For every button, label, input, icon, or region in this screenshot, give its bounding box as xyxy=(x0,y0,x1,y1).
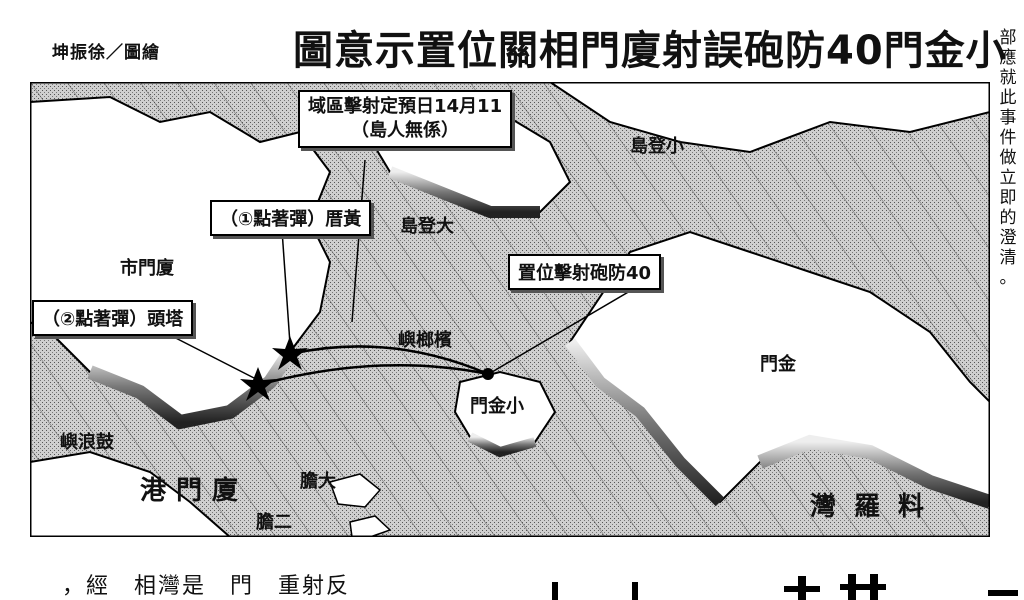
map-figure: 域區擊射定預日14月11 （島人無係） （①點著彈）厝黃 （②點著彈）頭塔 置位… xyxy=(30,82,990,537)
place-xiamen-city: 市門廈 xyxy=(120,258,174,279)
callout-date: 域區擊射定預日14月11 （島人無係） xyxy=(298,90,513,148)
map-credit: 坤振徐／圖繪 xyxy=(52,43,160,63)
landmass-top-right xyxy=(548,82,990,154)
islet-erdan xyxy=(349,515,392,537)
landmass-south xyxy=(30,450,232,537)
side-text-char: 即 xyxy=(999,188,1017,208)
side-text-char: 的 xyxy=(999,208,1017,228)
side-text-char: 立 xyxy=(999,168,1017,188)
place-dadan: 膽大 xyxy=(300,471,336,492)
leader-shell1 xyxy=(281,229,291,345)
place-xiaodeng: 島登小 xyxy=(630,136,684,157)
place-erdan: 膽二 xyxy=(256,512,292,533)
side-text-char: 應 xyxy=(999,48,1017,68)
side-text-char: 澄 xyxy=(999,228,1017,248)
leader-shell2 xyxy=(159,329,255,379)
side-text-char: 此 xyxy=(999,88,1017,108)
leader-artillery xyxy=(491,283,643,373)
headline-fragment xyxy=(552,574,1018,600)
islet-dadan xyxy=(329,473,382,508)
place-jiaoyu: 嶼榔檳 xyxy=(398,330,452,351)
side-column-text: 部應就此事件做立即的澄清。 xyxy=(996,28,1020,288)
place-xiamen-harbor: 港門廈 xyxy=(140,476,249,506)
side-text-char: 做 xyxy=(999,148,1017,168)
page-title: 圖意示置位關相門廈射誤砲防40門金小 xyxy=(293,28,1007,74)
trajectory-line-2 xyxy=(257,363,489,387)
side-text-char: 事 xyxy=(999,108,1017,128)
trajectory-line-1 xyxy=(289,345,489,376)
place-dadeng: 島登大 xyxy=(400,216,454,237)
callout-date-line1: 域區擊射定預日14月11 xyxy=(308,96,503,117)
article-bottom-text: ，經 相灣是 門 重射反 xyxy=(62,574,351,599)
impact-burst-1 xyxy=(272,336,308,370)
callout-date-line2: （島人無係） xyxy=(351,120,460,141)
leader-date xyxy=(351,159,366,323)
place-gulangyu: 嶼浪鼓 xyxy=(60,432,114,453)
map-graphic xyxy=(30,82,990,537)
side-text-char: 清 xyxy=(999,248,1017,268)
place-liaoluo-bay: 灣羅料 xyxy=(810,492,943,522)
place-jinmen: 門金 xyxy=(760,354,796,375)
place-xiaojinmen: 門金小 xyxy=(470,396,524,417)
artillery-position-marker xyxy=(482,368,494,380)
side-text-char: 部 xyxy=(999,28,1017,48)
side-text-char: 就 xyxy=(999,68,1017,88)
callout-artillery: 置位擊射砲防40 xyxy=(508,254,662,290)
callout-shell1: （①點著彈）厝黃 xyxy=(210,200,372,236)
impact-burst-2 xyxy=(240,367,276,401)
side-text-char: 件 xyxy=(999,128,1017,148)
side-text-char: 。 xyxy=(999,268,1017,288)
callout-shell2: （②點著彈）頭塔 xyxy=(32,300,194,336)
